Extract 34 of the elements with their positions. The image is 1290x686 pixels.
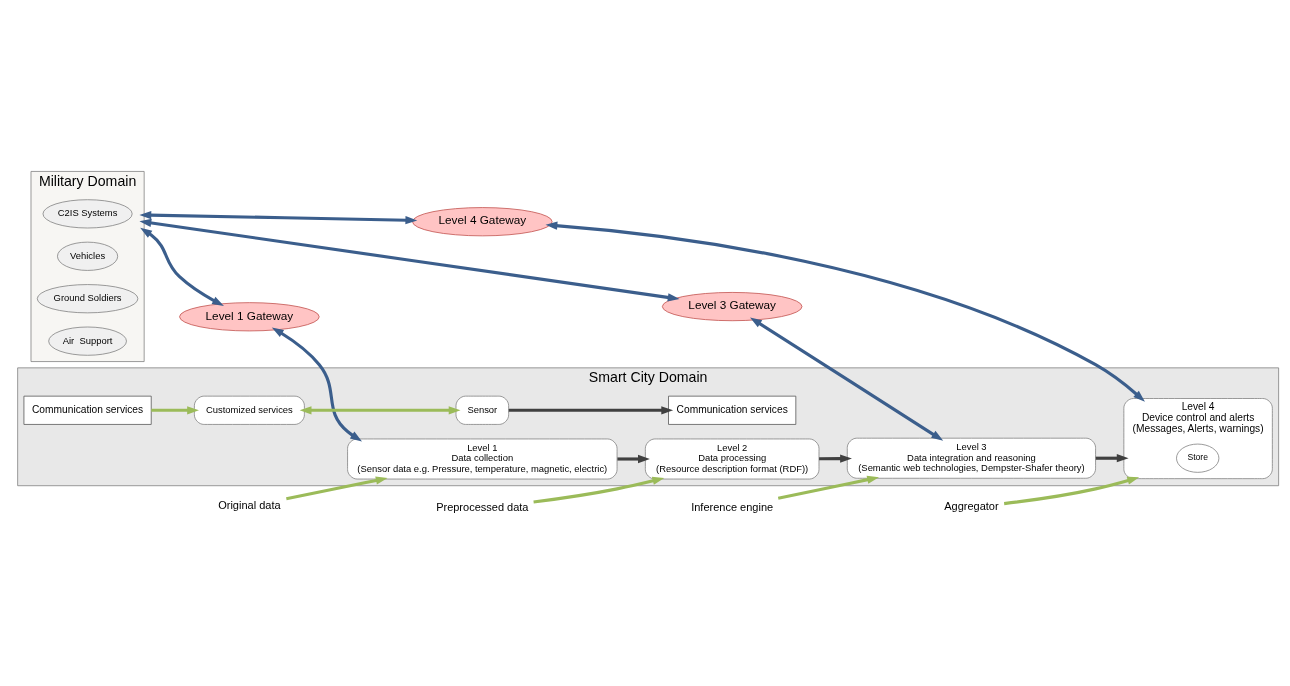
node-ellipse: Level 4 Gateway <box>412 206 553 236</box>
node-box: Level 3 Data integration and reasoning (Semantic web technologies, Dempster-Shafer theory) <box>846 437 1096 479</box>
node-ellipse: Store <box>1176 443 1220 473</box>
arrow <box>299 405 461 414</box>
arrow <box>1003 476 1140 505</box>
arrow <box>533 476 665 504</box>
node-ellipse: Vehicles <box>57 241 119 271</box>
node-ellipse: C2IS Systems <box>42 198 133 228</box>
node-text: Original data <box>218 498 281 511</box>
node-box: Level 1 Data collection (Sensor data e.g. Pressure, temperature, magnetic, electric) <box>347 438 618 479</box>
arrow <box>1095 453 1129 462</box>
arrow <box>139 210 418 224</box>
arrow <box>545 221 1145 402</box>
node-box: Communication services <box>668 395 797 425</box>
arrow <box>508 405 674 414</box>
node-text: Aggregator <box>944 499 999 512</box>
arrow <box>140 227 224 306</box>
node-box: Sensor <box>455 395 510 425</box>
arrow <box>777 475 879 500</box>
node-text: Preprocessed data <box>436 500 529 513</box>
node-ellipse: Air Support <box>48 326 127 356</box>
node-box: Communication services <box>23 395 152 425</box>
arrow <box>139 218 680 301</box>
arrow <box>819 454 852 463</box>
arrow <box>151 405 199 414</box>
node-text: Inference engine <box>691 500 774 513</box>
arrow <box>271 326 362 441</box>
arrow <box>286 475 388 500</box>
arrow <box>750 316 944 441</box>
node-box: Level 2 Data processing (Resource description format (RDF)) <box>644 438 820 479</box>
node-ellipse: Ground Soldiers <box>36 283 139 313</box>
node-box: Customized services <box>194 395 305 425</box>
node-ellipse: Level 1 Gateway <box>179 301 320 331</box>
arrow <box>617 454 650 463</box>
